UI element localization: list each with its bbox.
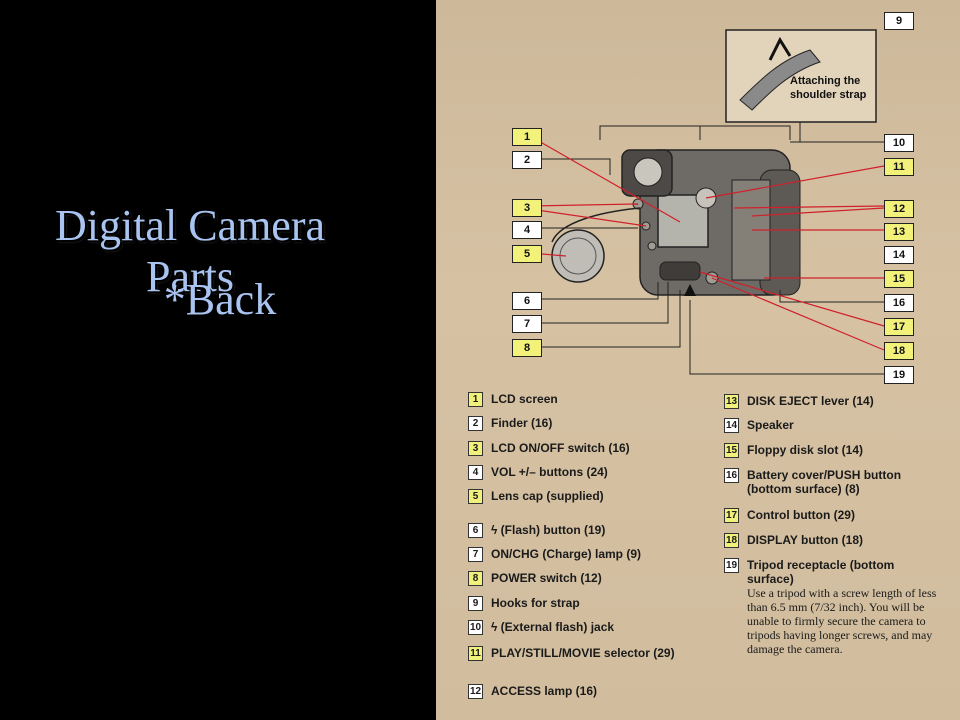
legend-num: 5	[468, 489, 483, 504]
callout-1: 1	[512, 128, 542, 146]
legend-item-9: 9 Hooks for strap	[468, 596, 708, 611]
legend-label: VOL +/– buttons (24)	[491, 465, 608, 479]
callout-19: 19	[884, 366, 914, 384]
title-line-1: Digital Camera Parts	[54, 201, 325, 301]
legend-num: 2	[468, 416, 483, 431]
legend-item-19: 19 Tripod receptacle (bottom surface) Use…	[724, 558, 948, 656]
legend-label: Lens cap (supplied)	[491, 489, 604, 503]
legend-num: 4	[468, 465, 483, 480]
callout-18: 18	[884, 342, 914, 360]
legend-label: Battery cover/PUSH button (bottom surfac…	[747, 468, 902, 496]
control-pad	[659, 261, 701, 281]
strap-arrow-icon	[768, 36, 792, 61]
callout-10: 10	[884, 134, 914, 152]
callout-16: 16	[884, 294, 914, 312]
legend-label: ACCESS lamp (16)	[491, 684, 598, 698]
legend-num: 14	[724, 418, 739, 433]
legend-item-4: 4 VOL +/– buttons (24)	[468, 465, 708, 480]
legend-label: DISPLAY button (18)	[747, 533, 864, 547]
viewfinder-eyepiece	[633, 157, 663, 187]
legend-item-13: 13 DISK EJECT lever (14)	[724, 394, 948, 409]
callout-11: 11	[884, 158, 914, 176]
callout-5: 5	[512, 245, 542, 263]
callout-13: 13	[884, 223, 914, 241]
legend-num: 19	[724, 558, 739, 573]
legend-item-2: 2 Finder (16)	[468, 416, 708, 431]
callout-17: 17	[884, 318, 914, 336]
tripod-arrow-icon	[684, 284, 696, 296]
legend-item-1: 1 LCD screen	[468, 392, 708, 407]
callout-15: 15	[884, 270, 914, 288]
callout-6: 6	[512, 292, 542, 310]
legend-label: Speaker	[747, 418, 794, 432]
callout-7: 7	[512, 315, 542, 333]
legend-item-16: 16 Battery cover/PUSH button (bottom surf…	[724, 468, 948, 496]
legend-item-12: 12 ACCESS lamp (16)	[468, 684, 708, 699]
legend-label: Hooks for strap	[491, 596, 580, 610]
legend-num: 9	[468, 596, 483, 611]
legend-num: 13	[724, 394, 739, 409]
strap-label-line-2: shoulder strap	[790, 89, 867, 101]
legend-label: PLAY/STILL/MOVIE selector (29)	[491, 646, 675, 660]
legend-label: Finder (16)	[491, 416, 553, 430]
legend-item-3: 3 LCD ON/OFF switch (16)	[468, 441, 708, 456]
legend-item-5: 5 Lens cap (supplied)	[468, 489, 708, 504]
callout-2: 2	[512, 151, 542, 169]
callout-3: 3	[512, 199, 542, 217]
legend-num: 15	[724, 443, 739, 458]
legend-num: 18	[724, 533, 739, 548]
legend-num: 7	[468, 547, 483, 562]
legend-num: 11	[468, 646, 483, 661]
legend-item-17: 17 Control button (29)	[724, 508, 948, 523]
strap-illustration	[739, 49, 821, 111]
legend-item-6: 6 ϟ (Flash) button (19)	[468, 523, 708, 538]
legend-num: 10	[468, 620, 483, 635]
legend-item-10: 10 ϟ (External flash) jack	[468, 620, 708, 635]
callout-14: 14	[884, 246, 914, 264]
legend-label: LCD screen	[491, 392, 558, 406]
legend-label: ϟ (External flash) jack	[491, 620, 615, 634]
legend-item-11: 11 PLAY/STILL/MOVIE selector (29)	[468, 646, 708, 661]
legend-item-18: 18 DISPLAY button (18)	[724, 533, 948, 548]
legend-item-14: 14 Speaker	[724, 418, 948, 433]
legend-num: 3	[468, 441, 483, 456]
legend-label: LCD ON/OFF switch (16)	[491, 441, 630, 455]
legend-label: Floppy disk slot (14)	[747, 443, 864, 457]
tripod-description: Use a tripod with a screw length of less…	[747, 586, 937, 656]
legend-item-7: 7 ON/CHG (Charge) lamp (9)	[468, 547, 708, 562]
legend-num: 1	[468, 392, 483, 407]
legend-item-15: 15 Floppy disk slot (14)	[724, 443, 948, 458]
legend-label: ϟ (Flash) button (19)	[491, 523, 606, 537]
legend-num: 6	[468, 523, 483, 538]
legend-num: 8	[468, 571, 483, 586]
legend-num: 17	[724, 508, 739, 523]
legend-num: 16	[724, 468, 739, 483]
callout-12: 12	[884, 200, 914, 218]
callout-9: 9	[884, 12, 914, 30]
legend-label: DISK EJECT lever (14)	[747, 394, 874, 408]
strap-label-line-1: Attaching the	[790, 75, 861, 87]
flash-button	[647, 241, 657, 251]
legend-label: ON/CHG (Charge) lamp (9)	[491, 547, 642, 561]
callout-8: 8	[512, 339, 542, 357]
legend-label: POWER switch (12)	[491, 571, 602, 585]
title-line-2: *Back	[163, 275, 277, 324]
legend-item-8: 8 POWER switch (12)	[468, 571, 708, 586]
strap-inset-label: Attaching the shoulder strap	[790, 74, 866, 102]
legend-label: Tripod receptacle (bottom surface)	[747, 558, 895, 586]
callout-4: 4	[512, 221, 542, 239]
legend-num: 12	[468, 684, 483, 699]
legend-label: Control button (29)	[747, 508, 855, 522]
